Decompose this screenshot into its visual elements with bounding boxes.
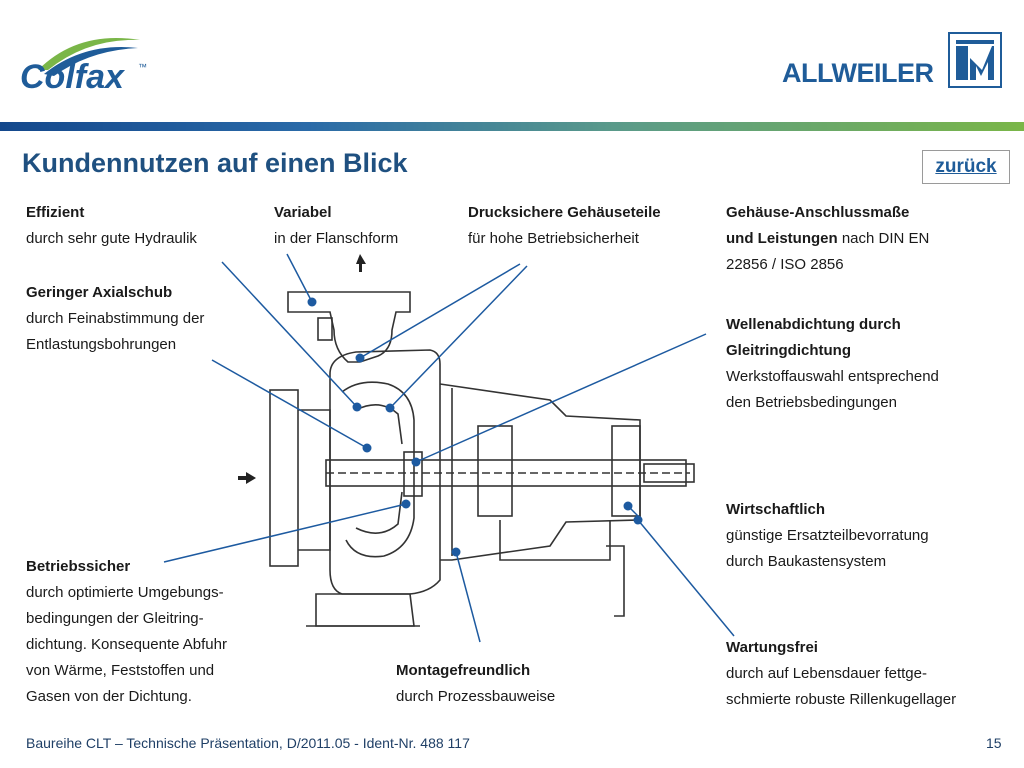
flow-arrows (238, 254, 366, 484)
page-number: 15 (986, 735, 1002, 751)
svg-text:™: ™ (138, 62, 147, 72)
label-drucksicher: Drucksichere Gehäuseteile für hohe Betri… (468, 200, 661, 252)
label-effizient-text: durch sehr gute Hydraulik (26, 230, 197, 247)
label-betriebssicher-text-1: durch optimierte Umgebungs- (26, 584, 224, 601)
label-effizient-title: Effizient (26, 204, 85, 221)
label-betriebssicher-text-5: Gasen von der Dichtung. (26, 688, 192, 705)
label-wirtschaftlich: Wirtschaftlich günstige Ersatzteilbevorr… (726, 497, 929, 575)
label-anschluss-norm: 22856 / ISO 2856 (726, 256, 844, 273)
back-button[interactable]: zurück (922, 150, 1010, 184)
label-betriebssicher-title: Betriebssicher (26, 558, 131, 575)
pump-outline (269, 291, 695, 627)
label-betriebssicher: Betriebssicher durch optimierte Umgebung… (26, 554, 227, 710)
label-anschluss: Gehäuse-Anschlussmaße und Leistungen nac… (726, 200, 929, 278)
label-wellenabdichtung-title-1: Wellenabdichtung durch (726, 316, 901, 333)
suction-arrow-icon (238, 472, 256, 484)
label-variabel-text: in der Flanschform (274, 230, 399, 247)
footer-text: Baureihe CLT – Technische Präsentation, … (26, 735, 470, 751)
label-drucksicher-text: für hohe Betriebsicherheit (468, 230, 639, 247)
label-wirtschaftlich-title: Wirtschaftlich (726, 501, 826, 518)
page-title: Kundennutzen auf einen Blick (22, 148, 408, 178)
colfax-logo: Colfax ™ (20, 38, 147, 96)
logo-swoosh-blue (44, 47, 138, 76)
label-montage: Montagefreundlich durch Prozessbauweise (396, 658, 555, 710)
label-montage-text: durch Prozessbauweise (396, 688, 556, 705)
label-axialschub: Geringer Axialschub durch Feinabstimmung… (26, 280, 204, 358)
label-betriebssicher-text-2: bedingungen der Gleitring- (26, 610, 204, 627)
label-drucksicher-title: Drucksichere Gehäuseteile (468, 204, 661, 221)
label-effizient: Effizient durch sehr gute Hydraulik (26, 200, 197, 252)
discharge-arrow-icon (356, 254, 366, 272)
label-wirtschaftlich-text-1: günstige Ersatzteilbevorratung (726, 527, 929, 544)
label-axialschub-title: Geringer Axialschub (26, 284, 173, 301)
label-wellenabdichtung-text-2: den Betriebsbedingungen (726, 394, 897, 411)
header-divider (0, 122, 1024, 131)
label-wartungsfrei-text-2: schmierte robuste Rillenkugellager (726, 691, 957, 708)
label-wartungsfrei-text-1: durch auf Lebensdauer fettge- (726, 665, 927, 682)
label-axialschub-text-2: Entlastungsbohrungen (26, 336, 177, 353)
callout-lines (163, 253, 735, 643)
label-anschluss-title-2: und Leistungen (726, 230, 838, 247)
label-anschluss-title: Gehäuse-Anschlussmaße (726, 204, 910, 221)
allweiler-emblem-icon (948, 32, 1002, 88)
label-wirtschaftlich-text-2: durch Baukastensystem (726, 553, 887, 570)
label-axialschub-text-1: durch Feinabstimmung der (26, 310, 205, 327)
logo-wordmark: Colfax (20, 58, 126, 96)
label-betriebssicher-text-3: dichtung. Konsequente Abfuhr (26, 636, 227, 653)
label-montage-title: Montagefreundlich (396, 662, 531, 679)
allweiler-wordmark: ALLWEILER (782, 58, 934, 88)
label-wartungsfrei-title: Wartungsfrei (726, 639, 818, 656)
label-betriebssicher-text-4: von Wärme, Feststoffen und (26, 662, 215, 679)
label-wartungsfrei: Wartungsfrei durch auf Lebensdauer fettg… (726, 635, 956, 713)
label-variabel-title: Variabel (274, 204, 332, 221)
label-variabel: Variabel in der Flanschform (274, 200, 398, 252)
label-wellenabdichtung-title-2: Gleitringdichtung (726, 342, 851, 359)
label-wellenabdichtung: Wellenabdichtung durch Gleitringdichtung… (726, 312, 939, 416)
logo-swoosh-green (38, 38, 140, 70)
label-wellenabdichtung-text-1: Werkstoffauswahl entsprechend (726, 368, 939, 385)
label-anschluss-text: nach DIN EN (837, 230, 930, 247)
allweiler-logo: ALLWEILER (782, 30, 1004, 90)
callout-dots (307, 297, 643, 557)
